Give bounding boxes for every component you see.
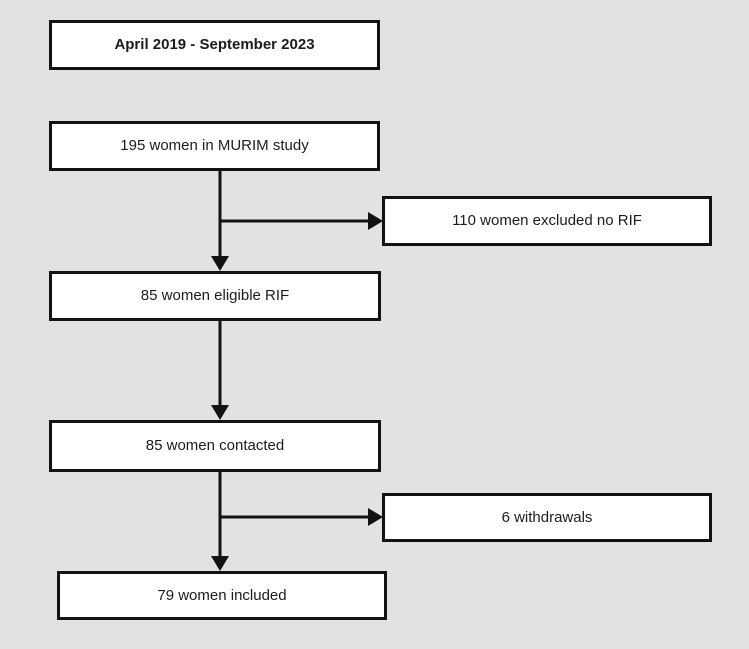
arrow-branch-to-withdrawals [220,508,383,526]
flow-box-date-range: April 2019 - September 2023 [49,20,380,70]
flow-box-withdrawals: 6 withdrawals [382,493,712,542]
flow-box-murim-study: 195 women in MURIM study [49,121,380,171]
arrow-eligible-to-contacted [211,321,229,420]
arrow-branch-to-excluded [220,212,383,230]
arrow-study-to-eligible [211,170,229,271]
flow-box-included: 79 women included [57,571,387,620]
flow-box-excluded-no-rif: 110 women excluded no RIF [382,196,712,246]
arrow-contacted-to-included [211,472,229,571]
flow-box-contacted: 85 women contacted [49,420,381,472]
flow-box-eligible-rif: 85 women eligible RIF [49,271,381,321]
